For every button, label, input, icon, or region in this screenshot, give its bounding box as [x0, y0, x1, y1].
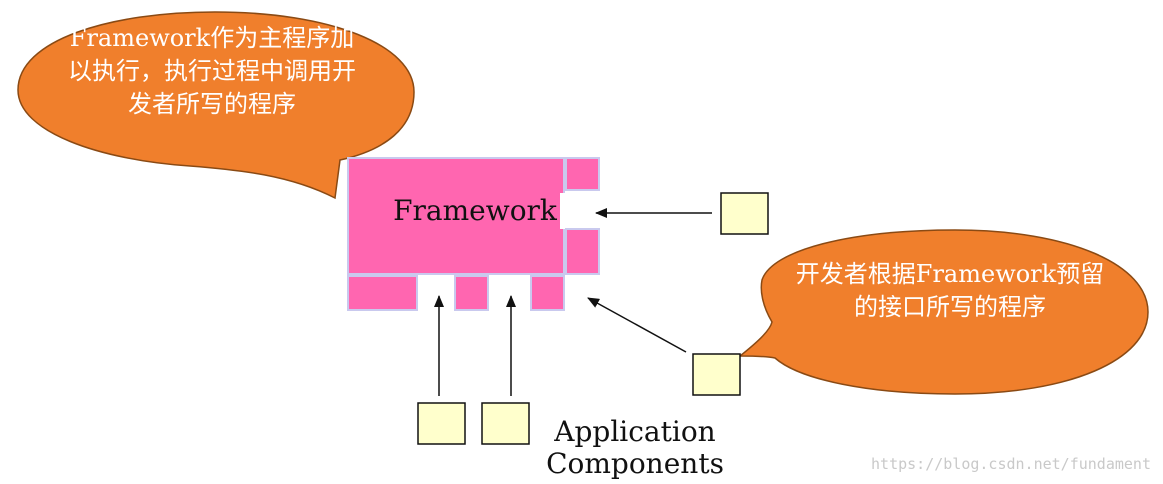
- component-box-bottom-2: [481, 402, 530, 445]
- speech-bubble-developer: [737, 229, 1149, 395]
- framework-slot-bottom-2: [454, 275, 489, 311]
- framework-slot-right-top: [565, 157, 600, 191]
- component-box-right-top: [720, 192, 769, 235]
- framework-label: Framework: [393, 194, 557, 227]
- framework-block: [347, 157, 565, 275]
- framework-slot-bottom-1: [347, 275, 418, 311]
- application-components-label: Application Components: [546, 415, 724, 480]
- framework-slot-right-bottom: [565, 228, 600, 275]
- component-box-right-bottom: [692, 353, 741, 396]
- arrow-to-corner: [587, 297, 687, 353]
- framework-host-note: Framework作为主程序加以执行，执行过程中调用开发者所写的程序: [68, 24, 356, 118]
- framework-notch: [560, 193, 568, 229]
- developer-program-note: 开发者根据Framework预留的接口所写的程序: [795, 260, 1105, 321]
- watermark: https://blog.csdn.net/fundament: [871, 455, 1151, 473]
- speech-bubble-framework: [17, 11, 415, 200]
- framework-slot-bottom-3: [530, 275, 565, 311]
- component-box-bottom-1: [417, 402, 466, 445]
